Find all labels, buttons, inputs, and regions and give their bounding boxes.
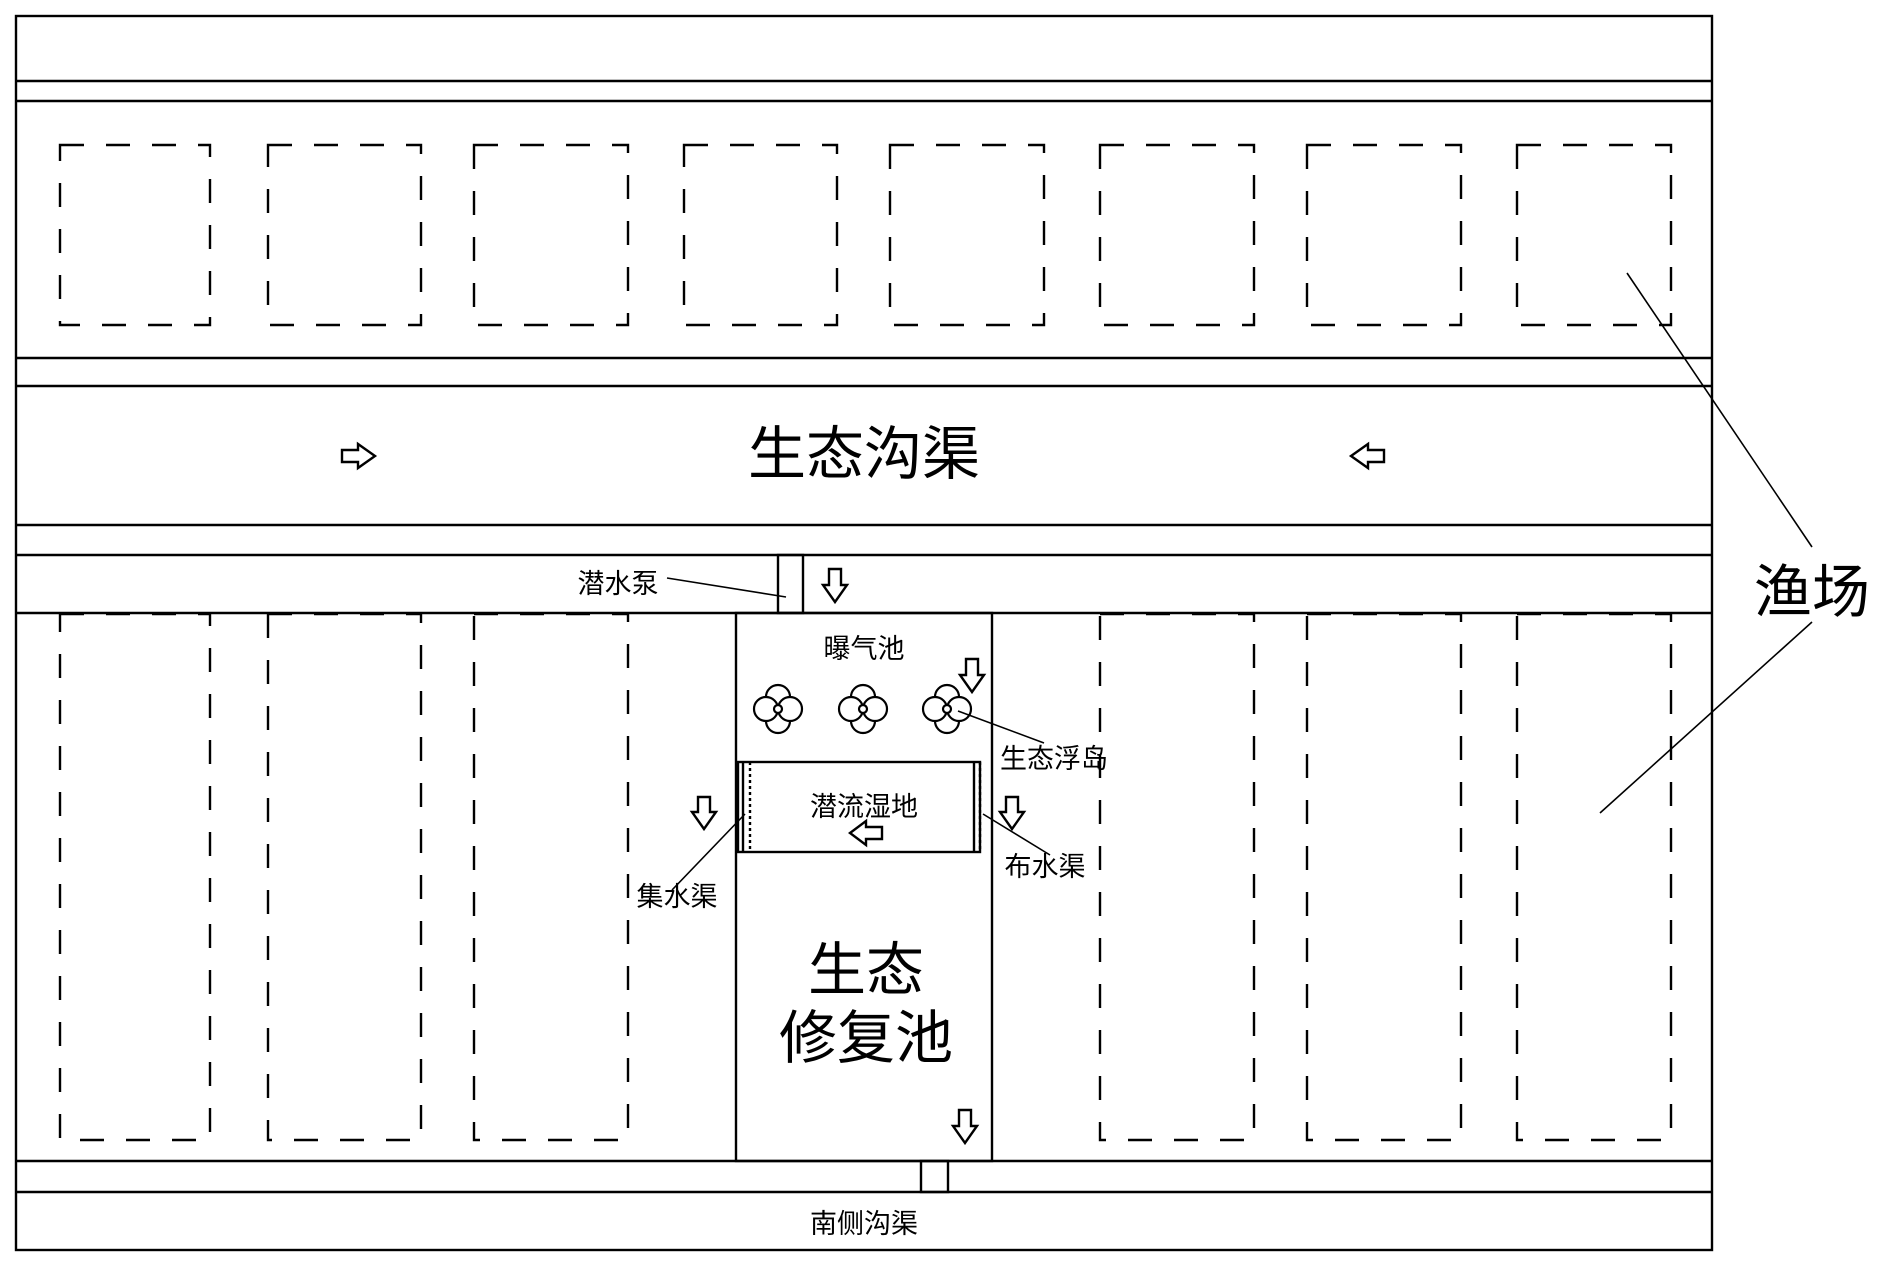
fish-pond: [1517, 614, 1671, 1140]
restoration-pool-label-line2: 修复池: [779, 1004, 953, 1072]
floating-island-icon: [839, 685, 887, 733]
eco-ditch-label: 生态沟渠: [748, 420, 980, 488]
fish-pond: [1100, 614, 1254, 1140]
fish-pond: [1307, 145, 1461, 325]
eco-floating-island-label: 生态浮岛: [1000, 744, 1108, 775]
collection-channel-label: 集水渠: [637, 882, 718, 913]
floating-island-icon: [923, 685, 971, 733]
fish-pond: [890, 145, 1044, 325]
restoration-pool-label-line1: 生态: [808, 936, 924, 1004]
left-arrow-icon: [1351, 444, 1384, 468]
fish-pond: [1517, 145, 1671, 325]
fishery-label: 渔场: [1754, 558, 1870, 626]
fish-pond: [684, 145, 837, 325]
down-arrow-icon: [960, 659, 984, 692]
down-arrow-icon: [823, 569, 847, 602]
submersible-pump: [778, 555, 803, 613]
fish-pond: [60, 614, 210, 1140]
submersible-pump-label: 潜水泵: [578, 569, 659, 600]
fish-pond: [474, 614, 628, 1140]
distribution-channel-label: 布水渠: [1005, 852, 1086, 883]
fish-pond: [268, 145, 421, 325]
top-fish-ponds: [60, 145, 1671, 325]
floating-island-icon: [754, 685, 802, 733]
fish-pond: [1307, 614, 1461, 1140]
aeration-pool-label: 曝气池: [824, 634, 905, 665]
south-ditch-label: 南侧沟渠: [810, 1209, 918, 1240]
fish-pond: [268, 614, 421, 1140]
fish-pond: [60, 145, 210, 325]
down-arrow-icon: [692, 797, 716, 829]
subsurface-wetland-label: 潜流湿地: [810, 792, 918, 823]
south-outlet-pipe: [921, 1161, 948, 1192]
left-arrow-icon: [850, 821, 882, 845]
down-arrow-icon: [1000, 797, 1024, 829]
right-arrow-icon: [342, 444, 375, 468]
fish-pond: [474, 145, 628, 325]
fish-pond: [1100, 145, 1254, 325]
down-arrow-icon: [953, 1110, 977, 1143]
